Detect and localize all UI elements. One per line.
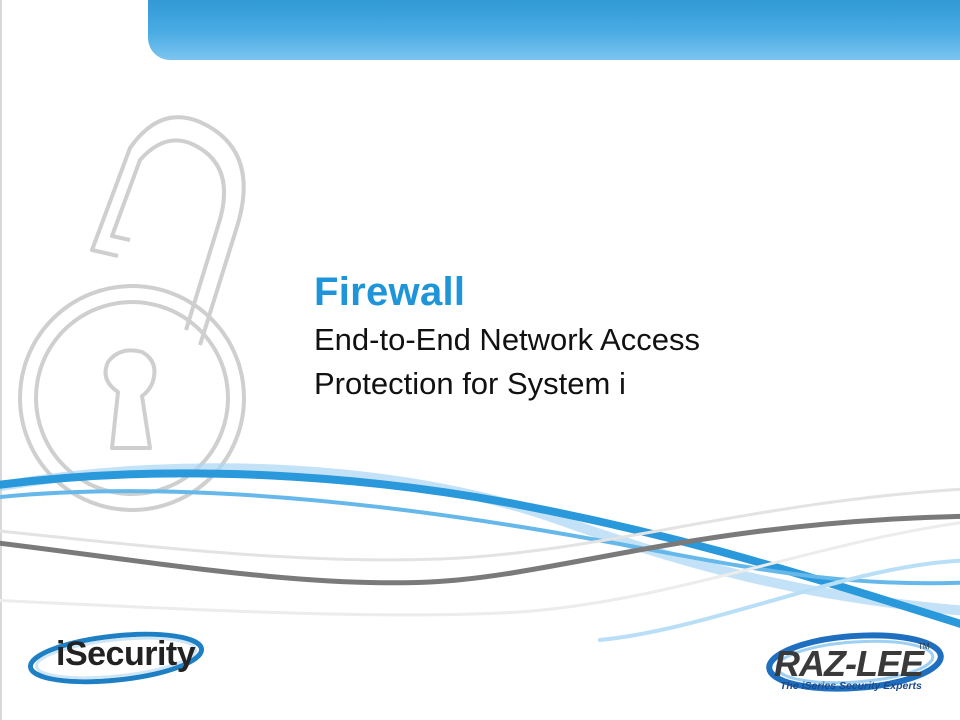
razlee-swoosh-icon (766, 632, 944, 692)
razlee-logo-text: RAZ-LEE (774, 643, 924, 684)
razlee-trademark: TM (918, 642, 930, 651)
title-block: Firewall End-to-End Network Access Prote… (314, 268, 700, 406)
razlee-tagline: The iSeries Security Experts (780, 680, 922, 692)
razlee-logo: RAZ-LEE TM The iSeries Security Experts (760, 630, 950, 700)
slide-subtitle-line-1: End-to-End Network Access (314, 322, 700, 357)
isecurity-swoosh-icon (27, 631, 205, 685)
slide-title: Firewall (314, 270, 466, 314)
header-bar (148, 0, 960, 60)
slide-subtitle-line-2: Protection for System i (314, 366, 626, 401)
slide-border (0, 0, 2, 720)
isecurity-logo: iSecurity (20, 620, 220, 690)
isecurity-logo-text: iSecurity (56, 635, 196, 673)
